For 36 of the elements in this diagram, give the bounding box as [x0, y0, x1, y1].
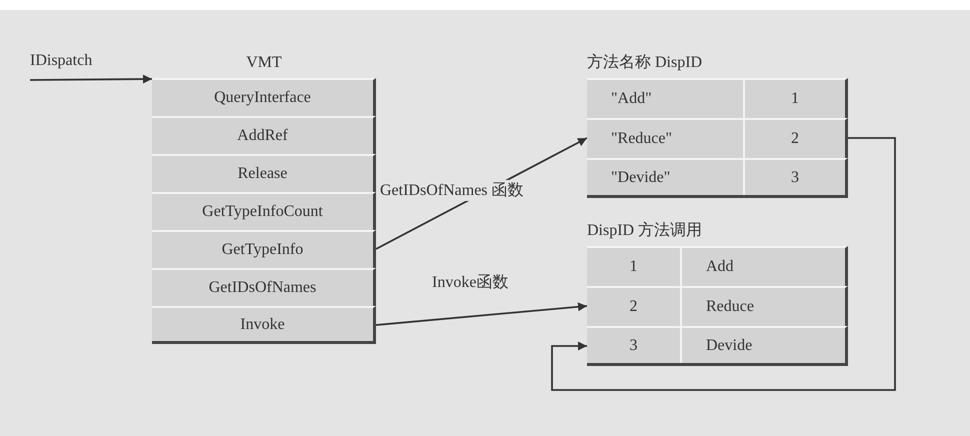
table-cell-text: AddRef: [236, 126, 289, 146]
table-row: [587, 78, 848, 118]
table-cell-text: 2: [790, 129, 800, 149]
table-row: [152, 230, 376, 268]
table-heading: 方法名称 DispID: [587, 52, 704, 73]
table-row: [152, 78, 376, 116]
table-cell: 3: [587, 328, 682, 363]
table-row: [587, 118, 848, 158]
table-cell-text: 3: [790, 168, 800, 188]
table-cell-text: GetTypeInfo: [220, 240, 304, 260]
arrow: [376, 302, 588, 326]
table-row: [587, 286, 848, 326]
table-cell-text: Invoke: [239, 314, 286, 334]
table-cell-text: Add: [705, 257, 735, 277]
table-cell: "Devide": [587, 160, 745, 195]
table-cell-text: Release: [236, 164, 288, 184]
arrow: [30, 74, 152, 84]
label-text: IDispatch: [30, 52, 120, 80]
table-cell-text: 1: [790, 89, 800, 109]
table-cell-text: Reduce: [705, 297, 755, 317]
edge-label: GetIDsOfNames 函数: [378, 180, 526, 201]
table-row: [587, 246, 848, 286]
table-cell-text: GetIDsOfNames: [208, 278, 318, 298]
table-row: [587, 158, 848, 198]
arrow: [551, 137, 896, 391]
table-heading: VMT: [245, 54, 283, 72]
table-cell-text: Devide: [705, 336, 754, 356]
table-cell-text: GetTypeInfoCount: [201, 202, 324, 222]
table-cell-text: QueryInterface: [213, 88, 312, 108]
table-heading: DispID 方法调用: [587, 220, 704, 241]
table-row: [152, 116, 376, 154]
table-row: [587, 326, 848, 366]
table-row: [152, 268, 376, 306]
table-row: [152, 154, 376, 192]
table-row: [152, 192, 376, 230]
table-row: [152, 306, 376, 344]
